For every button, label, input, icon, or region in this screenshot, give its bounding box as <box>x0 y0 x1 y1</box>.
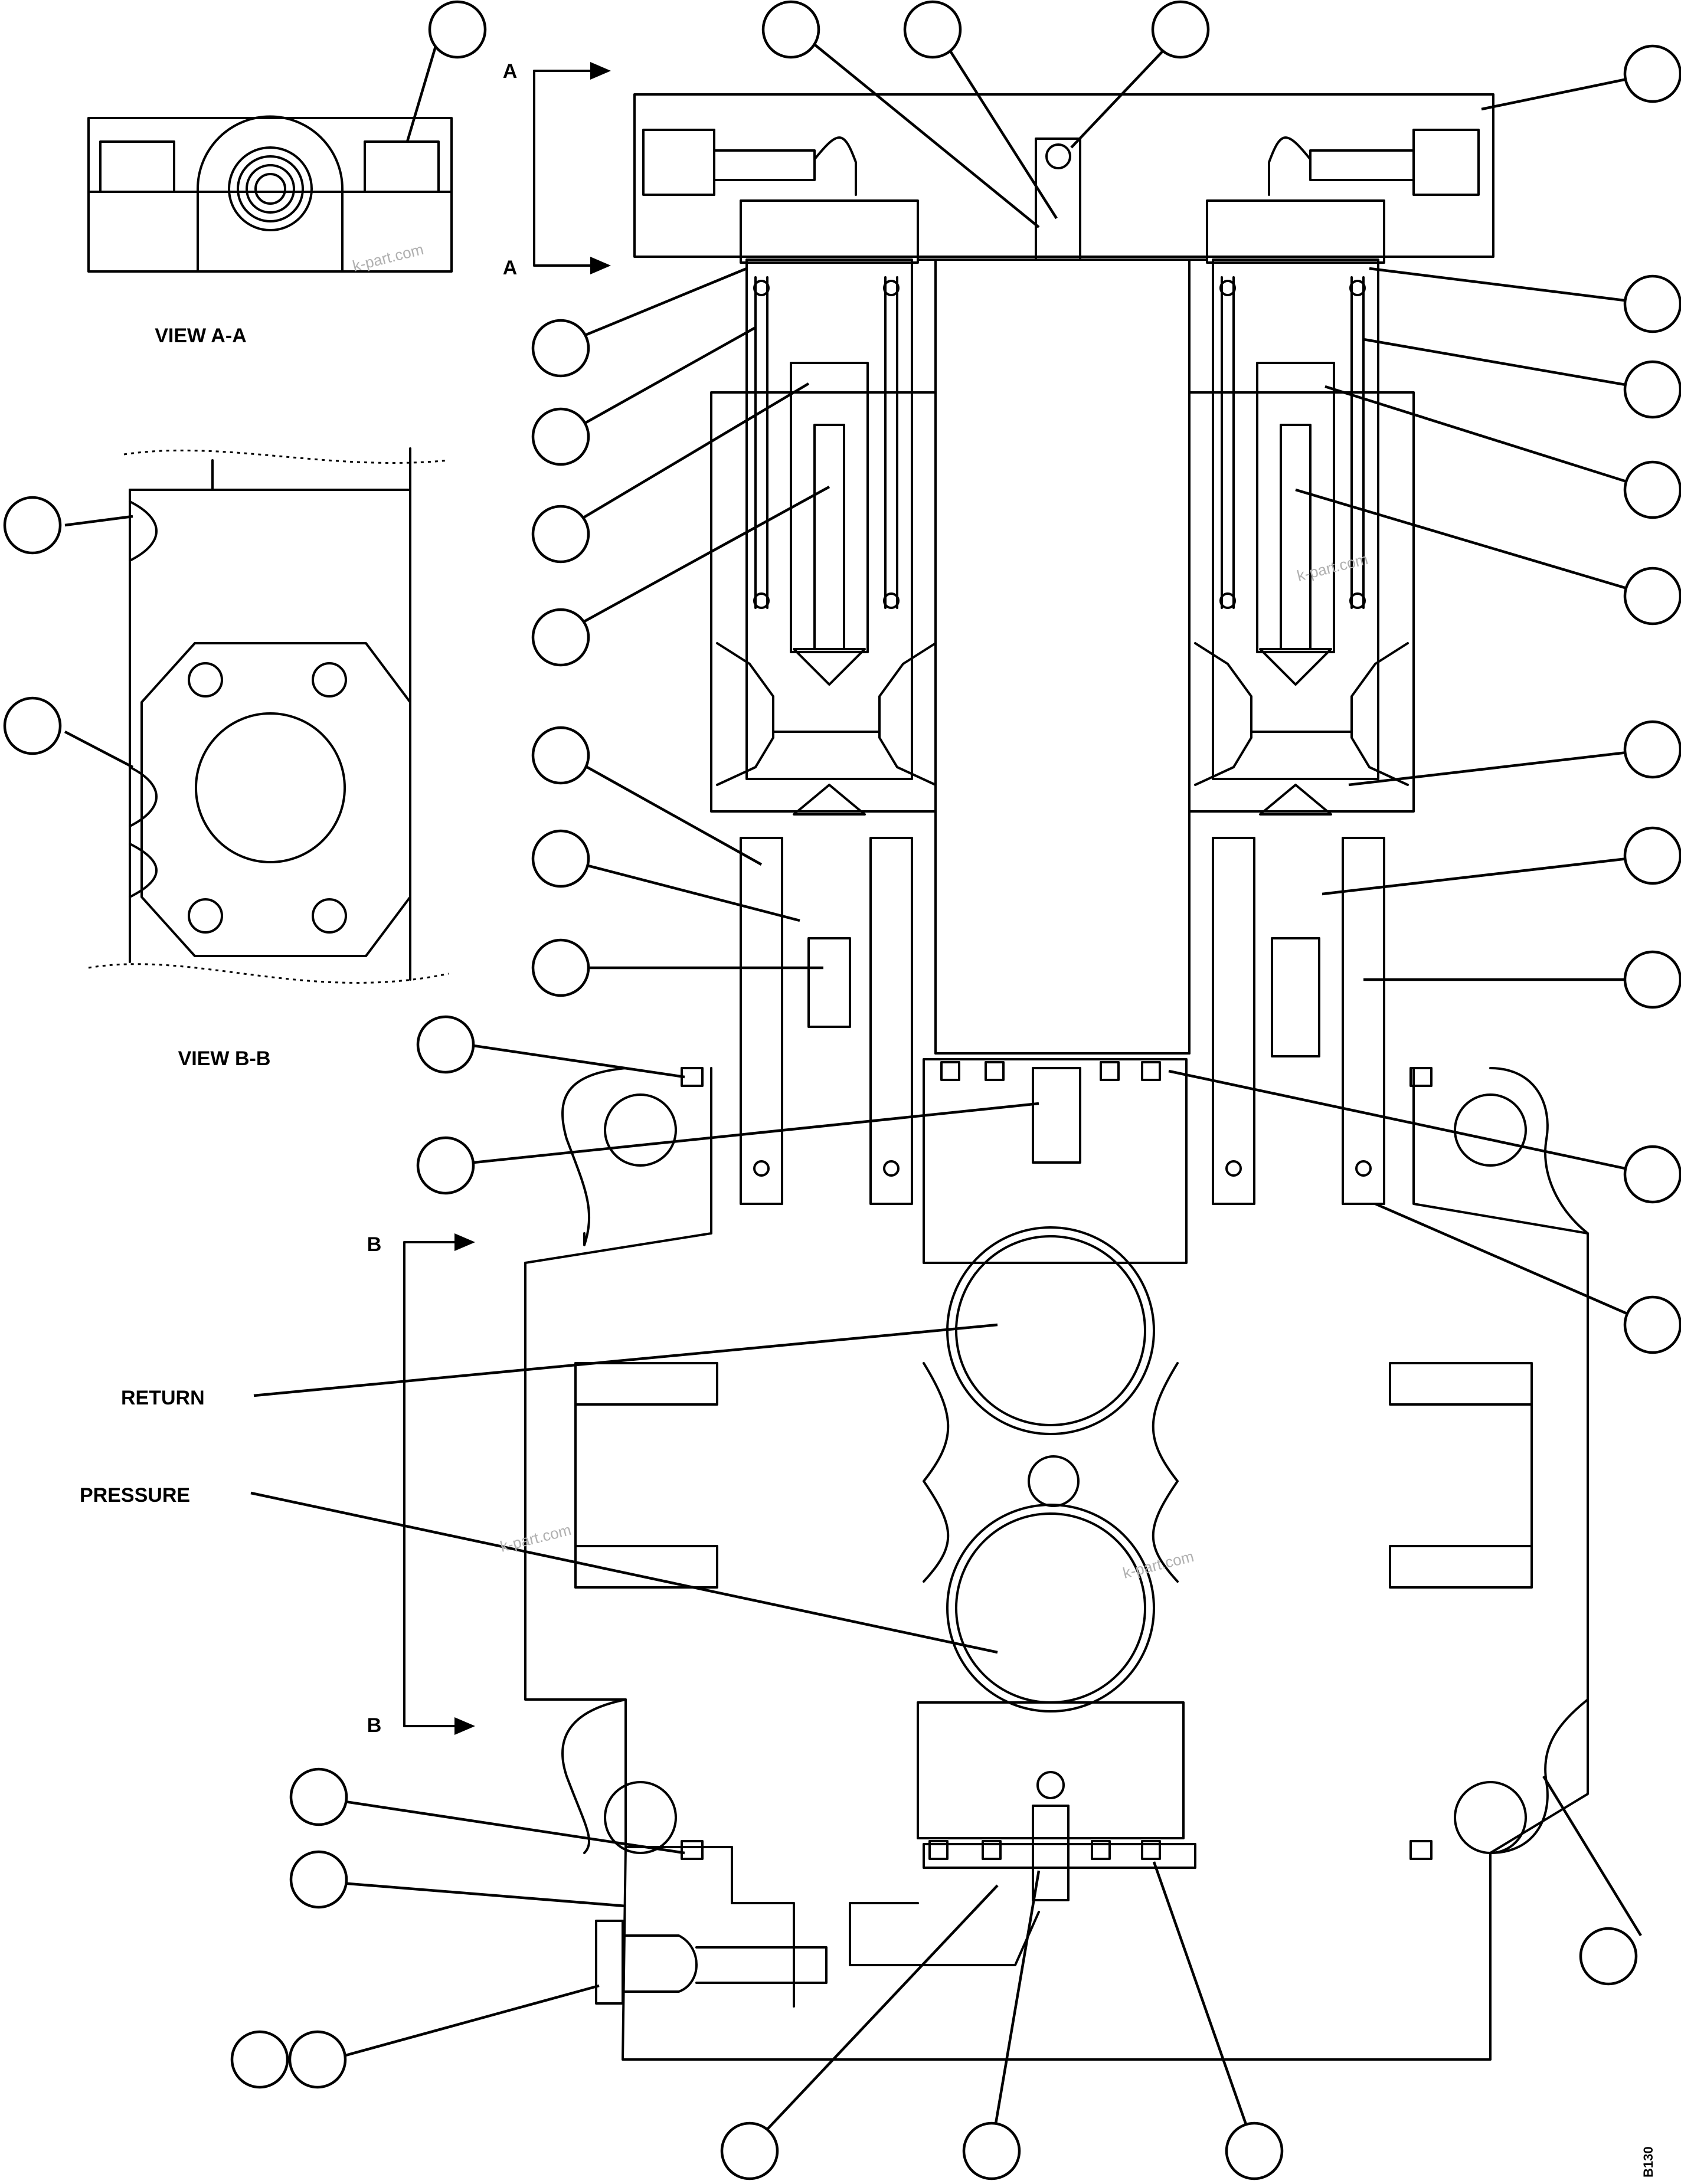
callout-bubble <box>230 2030 289 2089</box>
section-mark-a-bottom: A <box>503 257 518 279</box>
callout-bubble <box>962 2121 1021 2180</box>
view-aa-label: VIEW A-A <box>155 325 247 347</box>
callout-bubble <box>761 0 820 59</box>
callout-bubble <box>416 1136 475 1195</box>
section-arrow-b <box>403 1233 475 1735</box>
callout-bubble <box>1623 1145 1681 1204</box>
callout-bubble <box>1623 826 1681 885</box>
callout-bubble <box>288 2030 347 2089</box>
section-arrow-a <box>533 62 611 274</box>
callout-bubble <box>1623 44 1681 103</box>
drawing-code: B130 <box>1641 2146 1656 2178</box>
watermark-text: k-part.com <box>1295 550 1369 585</box>
callout-bubble <box>903 0 962 59</box>
return-leader-line <box>253 1323 998 1397</box>
view-bb-label: VIEW B-B <box>178 1047 271 1070</box>
callout-bubble <box>289 1850 348 1909</box>
pressure-leader-line <box>250 1491 998 1654</box>
callout-leaders <box>64 31 1653 2149</box>
callout-bubble <box>531 726 590 785</box>
callout-bubble <box>1623 274 1681 333</box>
view-bb-drawing <box>88 447 449 984</box>
callout-bubble <box>1623 720 1681 779</box>
callout-bubble <box>1623 460 1681 519</box>
callout-bubble <box>3 496 62 555</box>
view-aa-drawing <box>87 115 453 273</box>
callout-bubble <box>1579 1927 1638 1986</box>
callout-bubble <box>1623 1295 1681 1354</box>
pressure-port-label: PRESSURE <box>80 1484 190 1507</box>
callout-bubble <box>531 829 590 888</box>
valve-body <box>524 93 1589 2061</box>
callout-bubble <box>1151 0 1210 59</box>
callout-bubble <box>1623 567 1681 626</box>
section-mark-b-bottom: B <box>367 1714 382 1737</box>
callout-bubble <box>1225 2121 1284 2180</box>
watermark-text: k-part.com <box>351 240 425 275</box>
watermark-text: k-part.com <box>1121 1547 1195 1582</box>
watermarks: k-part.com k-part.com k-part.com k-part.… <box>351 240 1369 1582</box>
watermark-text: k-part.com <box>498 1521 573 1556</box>
section-mark-a-top: A <box>503 60 518 83</box>
callout-bubbles <box>3 0 1681 2180</box>
callout-bubble <box>416 1015 475 1074</box>
callout-bubble <box>531 938 590 997</box>
callout-bubble <box>3 696 62 755</box>
callout-bubble <box>531 505 590 564</box>
callout-bubble <box>289 1767 348 1826</box>
callout-bubble <box>720 2121 779 2180</box>
callout-bubble <box>531 319 590 378</box>
callout-bubble <box>531 608 590 667</box>
section-mark-b-top: B <box>367 1233 382 1256</box>
callout-bubble <box>1623 360 1681 419</box>
return-port-label: RETURN <box>121 1387 205 1409</box>
callout-bubble <box>1623 950 1681 1009</box>
callout-bubble <box>531 407 590 466</box>
callout-bubble <box>428 0 487 59</box>
